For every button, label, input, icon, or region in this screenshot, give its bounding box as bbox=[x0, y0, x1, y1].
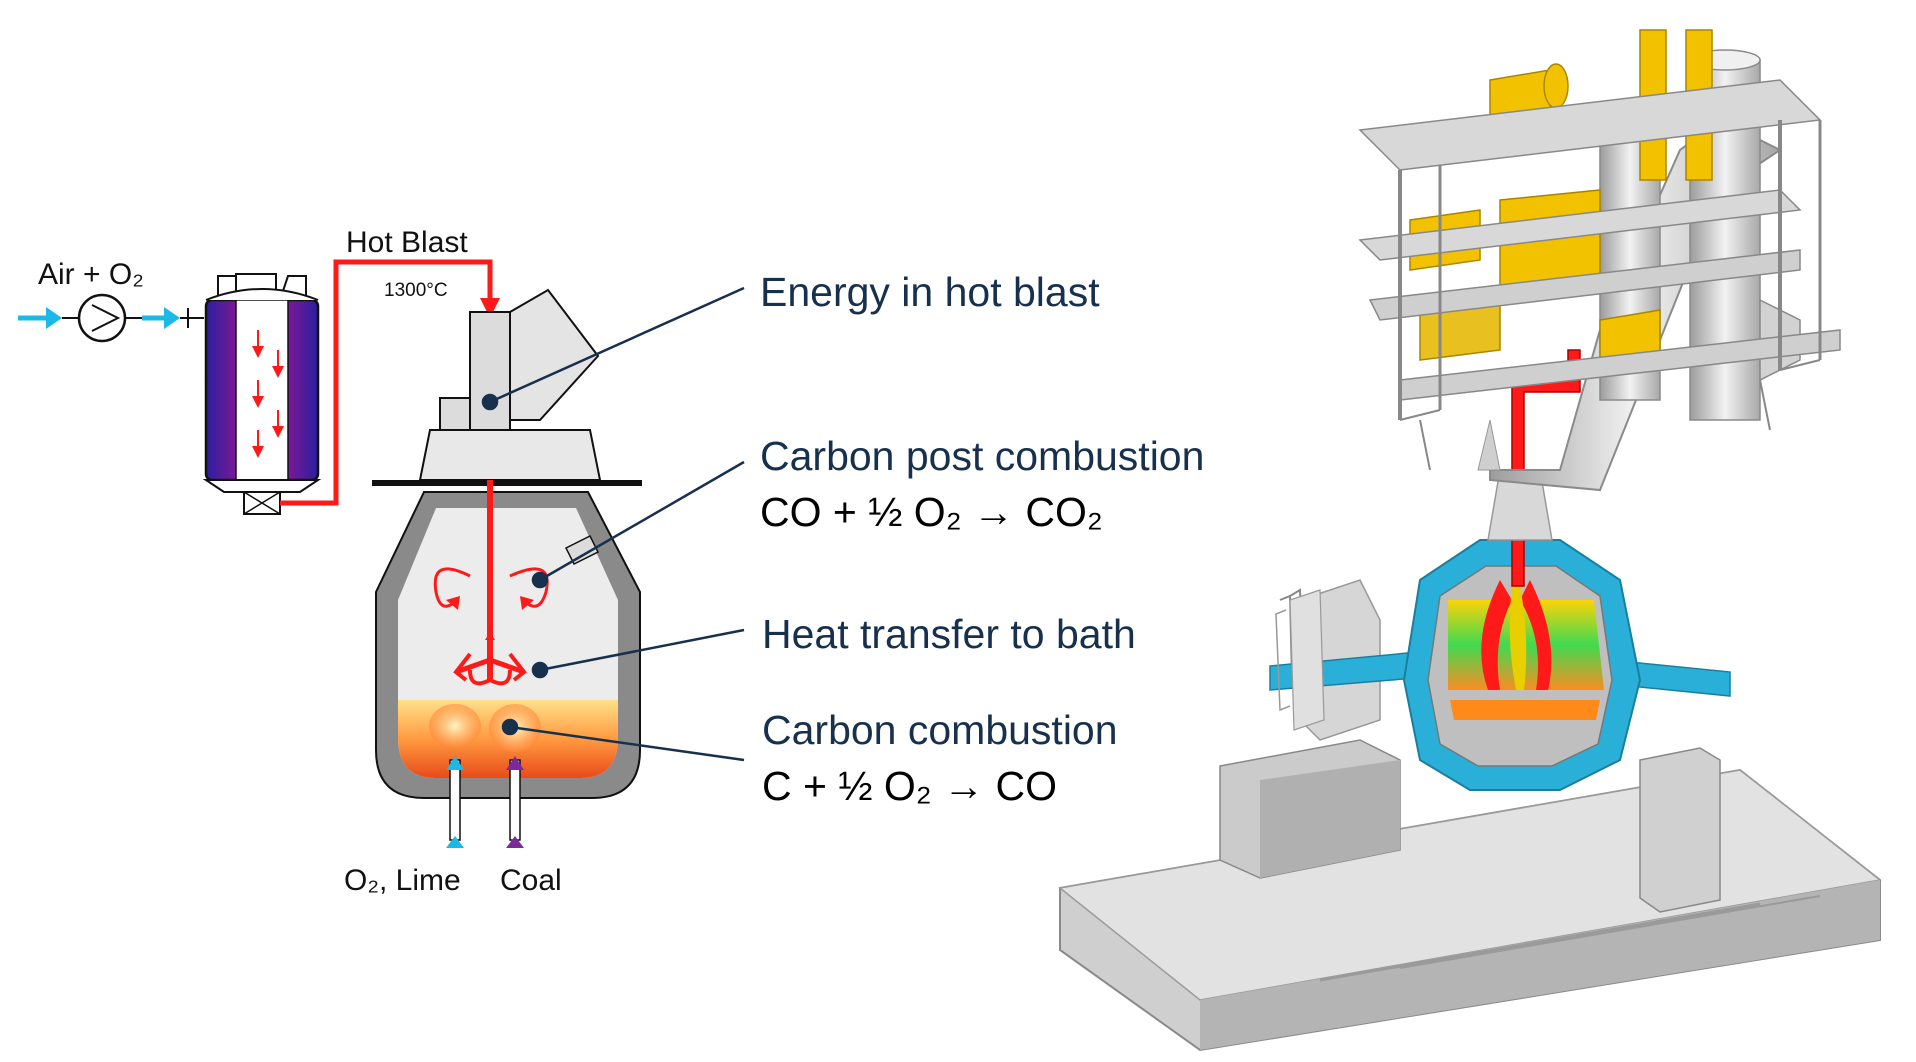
callout-combustion-equation: C + ½ O₂ → CO bbox=[762, 763, 1057, 809]
callout-energy: Energy in hot blast bbox=[760, 269, 1100, 315]
compressor-schematic bbox=[18, 293, 204, 343]
inlet-label: Air + O₂ bbox=[38, 258, 144, 291]
callout-heat-transfer: Heat transfer to bath bbox=[762, 611, 1136, 657]
bottom-inputs-label: O₂, Lime bbox=[344, 864, 461, 897]
callout-post-combustion-equation: CO + ½ O₂ → CO₂ bbox=[760, 489, 1103, 535]
coal-label: Coal bbox=[500, 864, 562, 897]
right-pier bbox=[1639, 747, 1721, 913]
callout-dot bbox=[531, 571, 549, 589]
hot-blast-temperature: 1300°C bbox=[384, 280, 448, 301]
callout-post-combustion-title: Carbon post combustion bbox=[760, 433, 1204, 479]
converter-vessel bbox=[372, 288, 642, 848]
hot-blast-pipe bbox=[280, 259, 493, 506]
callout-leaders bbox=[481, 286, 745, 762]
plant-illustration bbox=[1058, 29, 1882, 1052]
upper-structure bbox=[1358, 29, 1841, 471]
callout-dot bbox=[481, 393, 499, 411]
callout-dot bbox=[501, 718, 519, 736]
callout-dot bbox=[531, 661, 549, 679]
callout-combustion-title: Carbon combustion bbox=[762, 707, 1118, 753]
hot-blast-arrow bbox=[480, 298, 500, 318]
hot-blast-label: Hot Blast bbox=[346, 226, 468, 259]
hot-blast-stove bbox=[202, 270, 322, 515]
